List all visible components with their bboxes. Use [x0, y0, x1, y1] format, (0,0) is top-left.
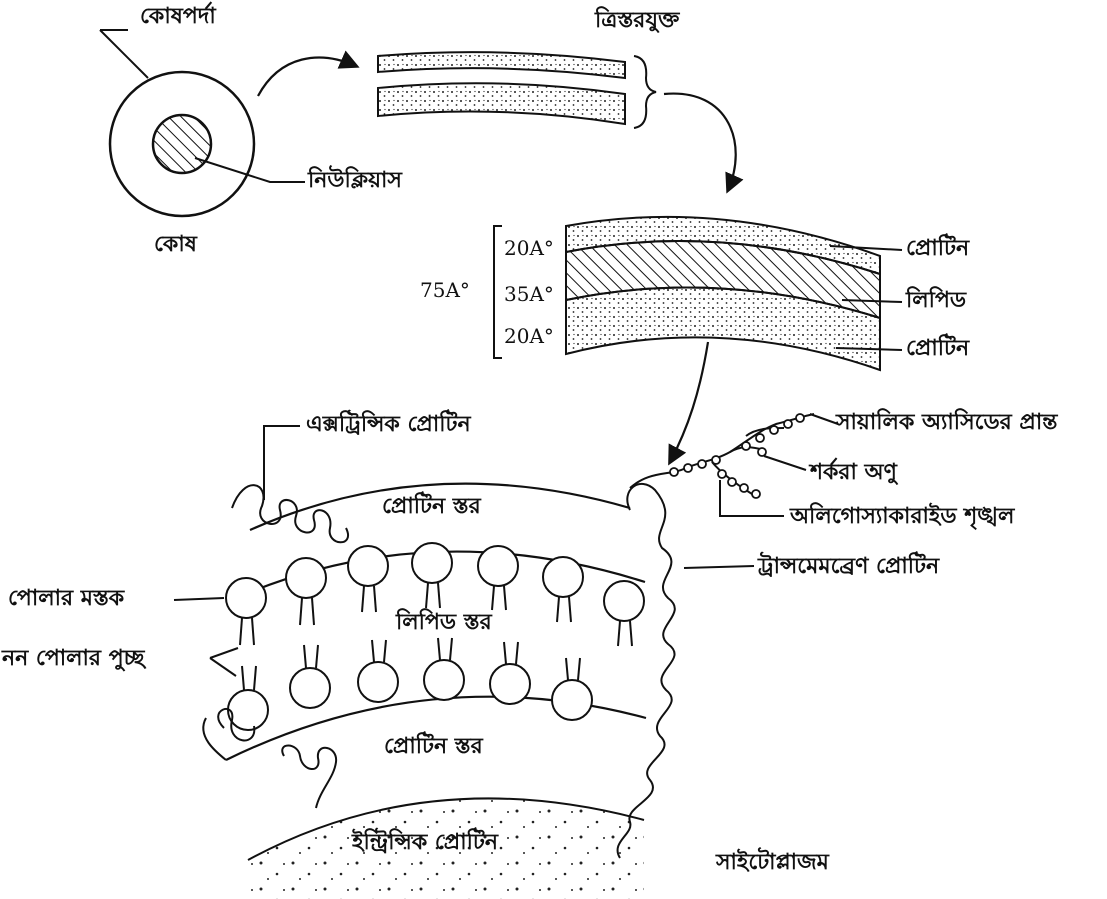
trilaminar-band-bottom: [378, 83, 625, 124]
label-protein-layer-top: প্রোটিন স্তর: [382, 496, 481, 518]
label-cell-membrane: কোষপর্দা: [140, 6, 216, 28]
cell-membrane-pointer: [100, 30, 148, 78]
label-nucleus: নিউক্লিয়াস: [308, 170, 402, 192]
label-transmembrane-protein: ট্রান্সমেমব্রেণ প্রোটিন: [758, 556, 939, 578]
label-extrinsic-protein: এক্সট্রিন্সিক প্রোটিন: [306, 414, 471, 436]
label-cytoplasm: সাইটোপ্লাজম: [716, 852, 829, 874]
sialic-acid-pointer: [810, 414, 838, 424]
dim-outer-protein: 20A°: [504, 238, 554, 258]
sugar-beads: [670, 414, 804, 498]
label-nonpolar-tail: নন পোলার পুচ্ছ: [2, 648, 144, 670]
arrow-layers-to-detail: [664, 94, 736, 190]
trilaminar-brace: [634, 56, 656, 128]
label-sugar-molecule: শর্করা অণু: [810, 462, 897, 484]
label-cell: কোষ: [154, 234, 197, 256]
polar-head-pointer: [174, 598, 224, 600]
nonpolar-tail-pointer-1: [210, 648, 238, 658]
lower-phospholipid-row: [228, 660, 592, 730]
dim-total: 75A°: [420, 280, 470, 300]
label-intrinsic-protein: ইন্ট্রিন্সিক প্রোটিন: [352, 832, 498, 854]
arrow-cell-to-layers: [258, 58, 356, 96]
trilaminar-band-top: [378, 52, 625, 78]
trilaminar-layers: [378, 52, 656, 128]
transmembrane-protein-coil: [618, 484, 675, 858]
label-protein-bottom: প্রোটিন: [906, 338, 969, 360]
nucleus-circle: [153, 115, 211, 173]
label-polar-head: পোলার মস্তক: [8, 588, 124, 610]
label-protein-top: প্রোটিন: [906, 238, 969, 260]
label-protein-layer-bottom: প্রোটিন স্তর: [384, 736, 483, 758]
dim-inner-protein: 20A°: [504, 326, 554, 346]
label-trilaminar: ত্রিস্তরযুক্ত: [595, 10, 679, 32]
cell-diagram: [100, 30, 305, 216]
nonpolar-tail-pointer-2: [210, 658, 236, 676]
extrinsic-protein-pointer: [264, 426, 300, 500]
left-extrinsic-coil: [203, 718, 226, 760]
transmembrane-pointer: [684, 566, 754, 568]
label-sialic-acid-end: সায়ালিক অ্যাসিডের প্রান্ত: [836, 412, 1057, 434]
sugar-molecule-pointer: [764, 456, 806, 470]
arrow-detail-to-model: [670, 342, 708, 462]
membrane-cross-section: [494, 217, 902, 370]
label-oligosaccharide-chain: অলিগোস্যাকারাইড শৃঙ্খল: [790, 506, 1014, 528]
mosaic-model: [174, 414, 838, 899]
label-lipid: লিপিড: [906, 290, 966, 312]
dim-lipid-core: 35A°: [504, 284, 554, 304]
dimension-bracket: [494, 226, 502, 358]
label-lipid-layer: লিপিড স্তর: [396, 612, 492, 634]
lower-protein-coil: [282, 746, 336, 809]
